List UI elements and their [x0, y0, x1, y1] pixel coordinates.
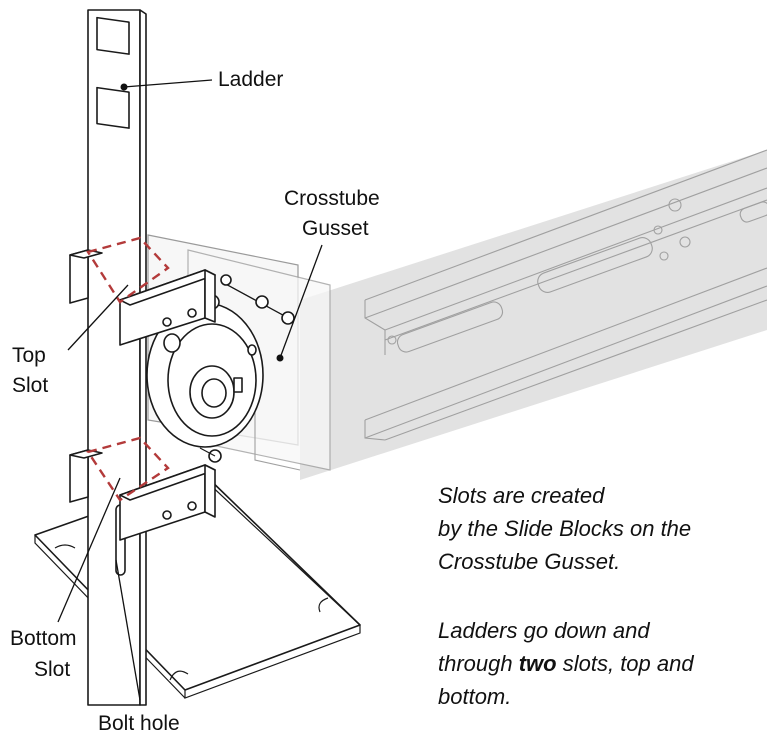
bottom-slot-label-line1: Bottom	[10, 627, 77, 650]
rail-slot-1	[396, 301, 504, 353]
note2-line2-post: slots, top and	[557, 651, 695, 676]
bottom-slide-blocks	[69, 449, 216, 541]
top-slot-outline	[86, 236, 170, 304]
note2-line2: through two slots, top and	[438, 651, 694, 676]
ladder-window-2	[96, 86, 130, 129]
ladder-label: Ladder	[218, 68, 283, 91]
top-slot-label-line1: Top	[12, 344, 46, 367]
note2-emphasis: two	[519, 651, 557, 676]
top-slot-label-line2: Slot	[12, 374, 48, 397]
note2-line1: Ladders go down and	[438, 618, 650, 643]
top-slide-blocks	[69, 249, 216, 346]
note2-line2-pre: through	[438, 651, 519, 676]
rail-slot-2	[537, 237, 653, 293]
callout-leaders	[57, 79, 323, 701]
note1-line2: by the Slide Blocks on the	[438, 516, 691, 541]
crosstube-gusset-label-line2: Gusset	[302, 217, 369, 240]
note1-line1: Slots are created	[438, 483, 605, 508]
bottom-slot-outline	[86, 436, 170, 502]
bolt-hole-label: Bolt hole	[98, 712, 180, 735]
gusset-dial	[146, 302, 264, 448]
rail-slot-3	[739, 201, 767, 223]
slot-note: Slots are created by the Slide Blocks on…	[438, 483, 691, 574]
bottom-slot-label-line2: Slot	[34, 658, 70, 681]
note2-line3: bottom.	[438, 684, 511, 709]
ladder-note: Ladders go down and through two slots, t…	[438, 618, 694, 709]
note1-line3: Crosstube Gusset.	[438, 549, 620, 574]
crosstube-rail	[300, 149, 767, 480]
ladder-window-1	[96, 16, 130, 55]
ladder	[87, 9, 147, 706]
crosstube-gusset-label-line1: Crosstube	[284, 187, 380, 210]
